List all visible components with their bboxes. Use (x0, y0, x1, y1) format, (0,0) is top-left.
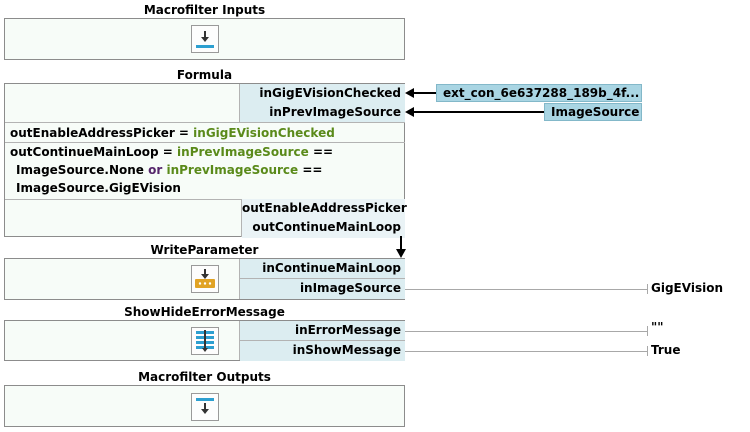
formula-title: Formula (176, 68, 233, 82)
continue-main-loop-connection (396, 236, 406, 258)
formula-input-port-gigevision-checked[interactable]: inGigEVisionChecked (239, 84, 405, 104)
macrofilter-inputs-icon[interactable] (191, 25, 219, 53)
formula-input-port-prev-image-source[interactable]: inPrevImageSource (239, 103, 405, 123)
show-hide-input-show-message[interactable]: inShowMessage (240, 341, 405, 361)
show-message-value[interactable]: True (651, 343, 681, 357)
formula-equals: = (158, 145, 178, 159)
macrofilter-inputs-title: Macrofilter Inputs (143, 3, 266, 17)
formula-output-name: outContinueMainLoop (10, 145, 159, 159)
write-parameter-input-continue-main-loop[interactable]: inContinueMainLoop (240, 259, 405, 279)
error-message-value-wire (405, 331, 647, 332)
show-hide-input-error-message[interactable]: inErrorMessage (240, 321, 405, 341)
formula-enum-value: ImageSource.GigEVision (16, 181, 181, 195)
show-hide-error-title: ShowHideErrorMessage (124, 305, 285, 319)
ext-con-source-chip[interactable]: ext_con_6e637288_189b_4f... (436, 84, 642, 102)
image-source-chip[interactable]: ImageSource (544, 103, 642, 121)
formula-enum-value: ImageSource.None (16, 163, 149, 177)
formula-keyword: or (148, 163, 163, 177)
write-parameter-block[interactable]: inContinueMainLoop inImageSource (4, 258, 405, 300)
formula-output-port-continue-main-loop[interactable]: outContinueMainLoop (242, 218, 405, 238)
formula-operator: == (298, 163, 323, 177)
formula-expression-1[interactable]: outEnableAddressPicker = inGigEVisionChe… (10, 124, 335, 142)
macrofilter-outputs-block[interactable] (4, 385, 405, 427)
write-parameter-icon-button[interactable] (191, 265, 219, 293)
formula-equals: = (174, 126, 194, 140)
formula-output-name: outEnableAddressPicker (10, 126, 175, 140)
formula-expression-2[interactable]: outContinueMainLoop = inPrevImageSource … (5, 143, 405, 199)
formula-operator: == (308, 145, 334, 159)
input-connection-arrows (405, 88, 544, 117)
show-hide-error-icon-button[interactable] (191, 327, 219, 355)
image-source-value-wire (405, 289, 647, 290)
macrofilter-outputs-title: Macrofilter Outputs (138, 370, 271, 384)
macrofilter-inputs-block[interactable] (4, 18, 405, 60)
formula-variable: inPrevImageSource (162, 163, 299, 177)
formula-variable: inGigEVisionChecked (193, 126, 335, 140)
error-message-value[interactable]: "" (651, 320, 664, 334)
error-message-value-wire-end (647, 326, 648, 336)
image-source-value[interactable]: GigEVision (651, 281, 723, 295)
show-message-value-wire (405, 351, 647, 352)
write-parameter-title: WriteParameter (150, 243, 259, 257)
formula-variable: inPrevImageSource (177, 145, 309, 159)
show-hide-icon (196, 330, 214, 352)
write-parameter-icon (195, 269, 215, 288)
input-arrow-icon (196, 31, 214, 48)
show-message-value-wire-end (647, 346, 648, 356)
macrofilter-outputs-icon[interactable] (191, 393, 219, 421)
show-hide-error-block[interactable]: inErrorMessage inShowMessage (4, 320, 405, 361)
formula-output-port-enable-address-picker[interactable]: outEnableAddressPicker (242, 199, 407, 219)
image-source-value-wire-end (647, 284, 648, 294)
output-arrow-icon (196, 398, 214, 414)
formula-block[interactable]: inGigEVisionChecked inPrevImageSource ou… (4, 83, 407, 238)
write-parameter-input-image-source[interactable]: inImageSource (240, 279, 405, 299)
